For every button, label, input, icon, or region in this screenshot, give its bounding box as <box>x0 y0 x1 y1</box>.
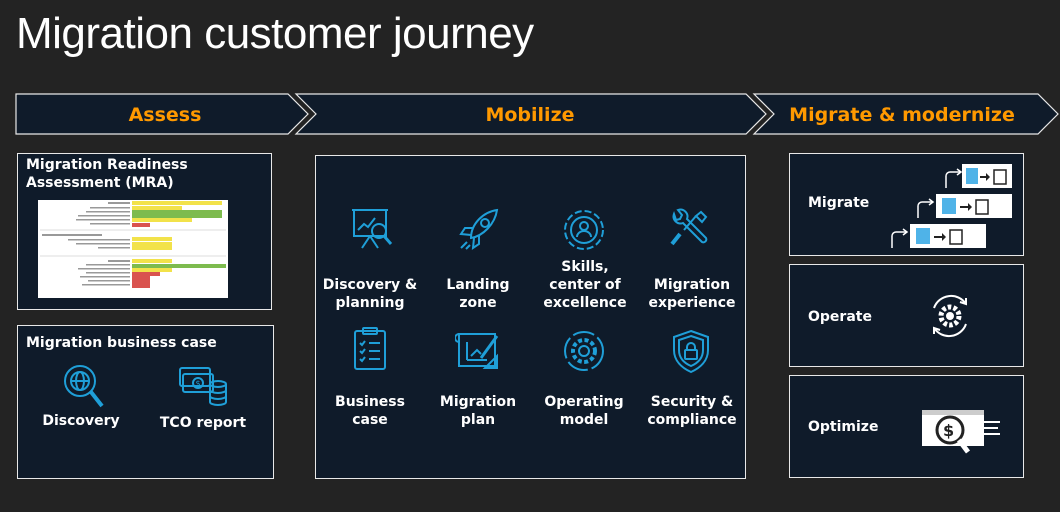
blueprint-icon <box>455 328 503 374</box>
skills-coe-label: Skills, center of excellence <box>543 259 627 311</box>
svg-text:$: $ <box>196 379 201 388</box>
page-title: Migration customer journey <box>16 9 534 58</box>
assess-chevron <box>15 93 309 135</box>
mra-title: Migration Readiness Assessment (MRA) <box>26 157 188 191</box>
migration-experience-label: Migration experience <box>648 277 736 311</box>
svg-text:$: $ <box>943 421 954 440</box>
migrate-box: Migrate <box>789 153 1024 256</box>
operate-label: Operate <box>808 309 872 325</box>
business-case-box: Migration business case Discovery $ TCO … <box>17 325 274 479</box>
discovery-label: Discovery <box>42 413 120 429</box>
cost-magnifier-icon: $ <box>920 404 1002 468</box>
migrate-flow-icon <box>856 162 1016 250</box>
operate-box: Operate <box>789 264 1024 367</box>
business-case-label: Business case <box>335 394 405 428</box>
discovery-planning-label: Discovery & planning <box>322 277 418 311</box>
mra-box: Migration Readiness Assessment (MRA) <box>17 153 272 310</box>
landing-zone-label: Landing zone <box>446 277 510 311</box>
checklist-icon <box>350 326 390 372</box>
gear-cycle-icon <box>924 290 976 342</box>
optimize-label: Optimize <box>808 419 879 435</box>
security-compliance-label: Security & compliance <box>647 394 737 428</box>
mra-report-thumbnail <box>38 200 228 298</box>
rocket-icon <box>457 206 503 252</box>
gear-circle-icon <box>561 328 607 374</box>
business-case-title: Migration business case <box>26 335 217 351</box>
money-stack-icon: $ <box>178 364 228 410</box>
tco-report-label: TCO report <box>159 415 247 431</box>
migrate-chevron <box>752 93 1059 135</box>
shield-lock-icon <box>670 328 712 374</box>
presentation-analysis-icon <box>348 206 394 252</box>
mra-report-graphic <box>40 201 226 288</box>
phase-chevrons <box>15 93 1059 135</box>
people-gear-icon <box>560 206 608 254</box>
tools-icon <box>666 208 712 254</box>
migration-plan-label: Migration plan <box>439 394 517 428</box>
operating-model-label: Operating model <box>544 394 624 428</box>
mobilize-box: Discovery & planning Landing zone Skills… <box>315 155 746 479</box>
phase-label-migrate: Migrate & modernize <box>789 104 1015 126</box>
migrate-label: Migrate <box>808 195 870 211</box>
optimize-box: Optimize $ <box>789 375 1024 478</box>
magnifier-globe-icon <box>60 362 106 412</box>
phase-label-mobilize: Mobilize <box>485 104 575 126</box>
phase-label-assess: Assess <box>128 104 202 126</box>
mobilize-chevron <box>294 93 767 135</box>
